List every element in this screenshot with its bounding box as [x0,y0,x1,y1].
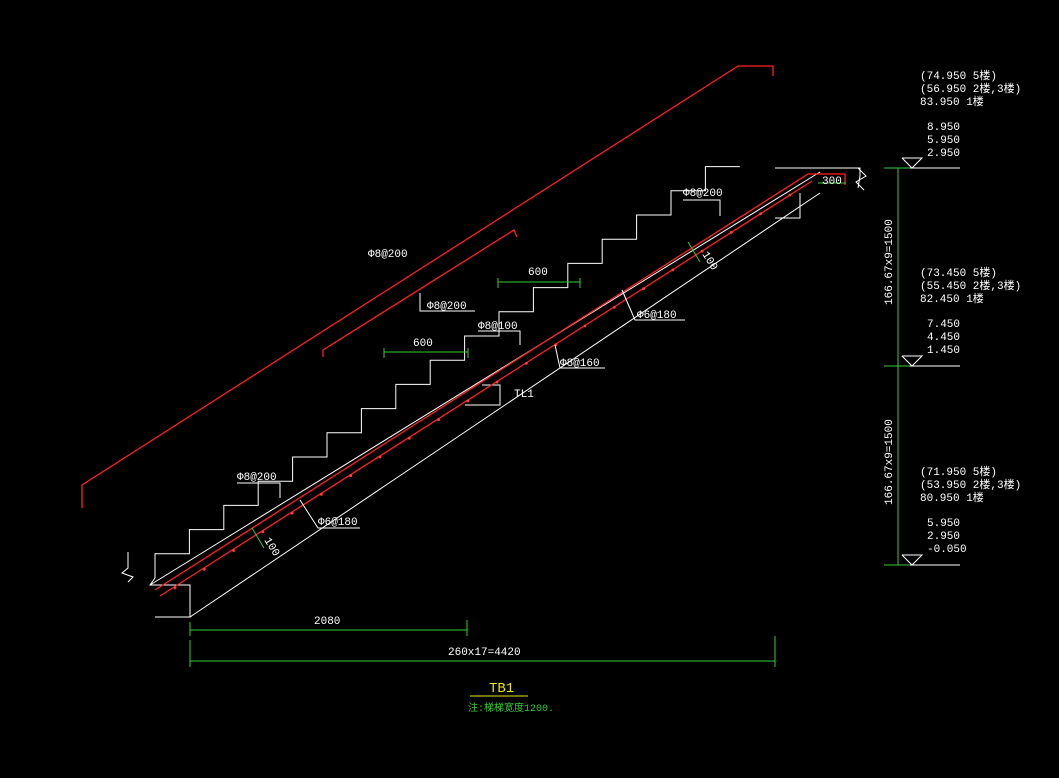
level-bot-extra-0: 5.950 [927,518,960,530]
level-marker-top [901,157,924,169]
dim-vert-lower: 166.67x9=1500 [884,419,896,505]
rebar-top-mid: Φ8@200 [427,301,467,313]
level-mid-extra-1: 4.450 [927,332,960,344]
level-mid-2: 82.450 1楼 [920,291,984,306]
leader-lines [237,199,721,529]
level-bot-1: (53.950 2楼,3楼) [920,477,1021,492]
level-top-extra-1: 5.950 [927,135,960,147]
rebar-dot [261,530,265,534]
level-top-2: 83.950 1楼 [920,94,984,109]
dim-top-flat: 300 [822,176,842,188]
level-mid-extra-2: 1.450 [927,345,960,357]
rebar-dot [349,474,353,478]
rebar-dot [407,436,411,440]
level-bot-extra-1: 2.950 [927,531,960,543]
top-beam-outline [775,193,801,219]
level-top-1: (56.950 2楼,3楼) [920,81,1021,96]
rebar-dot [378,455,382,459]
rebar-dot [642,287,645,290]
rebar-dot [437,418,440,421]
rebar-dot [730,231,733,234]
level-marker-mid [901,355,924,367]
distribution-bar-dots [173,193,792,590]
leader-top-mid [419,293,475,312]
rebar-dot [700,249,704,253]
leader-top-upper [683,199,721,216]
top-main-bar [81,65,774,508]
thick-mark-lower [251,527,265,549]
rebar-dot [320,493,323,496]
dim-vert-upper: 166.67x9=1500 [884,219,896,305]
thick-mark-upper [687,241,701,263]
drawing-note: 注:梯梯宽度1200. [468,701,554,715]
stair-steps [154,166,740,578]
rebar-top-upper-right: Φ8@200 [683,188,723,200]
top-break [855,167,867,191]
dim-upper-len: 600 [528,267,548,279]
annotations: Φ8@200 Φ8@200 Φ8@100 Φ8@160 Φ8@200 Φ8@20… [237,68,1021,715]
rebar-dot [788,193,792,197]
level-mid-extra-0: 7.450 [927,319,960,331]
dim-mid-len: 600 [413,338,433,350]
bottom-landing-outline [149,577,191,618]
rebar-dot [173,586,177,590]
rebar-dot [671,268,675,272]
level-top-0: (74.950 5楼) [920,68,997,83]
leader-lower [237,482,281,498]
level-bot-extra-2: -0.050 [927,544,967,556]
top-landing-outline [775,167,861,189]
dim-total-len: 260x17=4420 [448,647,521,659]
rebar-dot [759,212,763,216]
rebar-dist-lower: Φ6@180 [318,517,358,529]
dimension-lines [189,167,912,667]
rebar-mid-lower: Φ8@160 [560,358,600,370]
drawing-title: TB1 [489,681,514,697]
rebar-dot [583,324,587,328]
bottom-main-bar-2 [159,180,813,597]
dim-bottom-len: 2080 [314,616,340,628]
slab-top-line [149,171,821,586]
dim-thick-upper: 100 [699,250,720,273]
rebar-dot [202,567,206,571]
rebar-dot [525,362,528,365]
bottom-break [121,552,134,583]
level-mid-1: (55.450 2楼,3楼) [920,278,1021,293]
level-bot-0: (71.950 5楼) [920,464,997,479]
level-top-extra-0: 8.950 [927,122,960,134]
middle-neg-bar [322,229,518,357]
rebar-mid-top: Φ8@100 [478,321,518,333]
rebar-top-upper: Φ8@200 [368,249,408,261]
slab-soffit [189,192,821,618]
reinforcement [81,65,846,597]
level-marker-bot [901,554,924,566]
leader-dist-upper [621,289,685,321]
level-mid-0: (73.450 5楼) [920,265,997,280]
rebar-dot [232,549,236,552]
bottom-main-bar [154,173,846,591]
beam-tag: TL1 [514,389,534,401]
rebar-dot [290,511,294,515]
leader-mid-top [478,330,521,345]
leader-mid-lower [554,344,605,369]
rebar-dist-upper: Φ6@180 [637,310,677,322]
level-bot-2: 80.950 1楼 [920,490,984,505]
rebar-dot [466,399,470,403]
stair-outline [121,166,867,618]
leader-dist-lower [299,499,360,529]
rebar-lower: Φ8@200 [237,472,277,484]
rebar-dot [495,380,499,384]
level-markers [901,157,960,566]
rebar-dot [612,305,616,309]
level-top-extra-2: 2.950 [927,148,960,160]
